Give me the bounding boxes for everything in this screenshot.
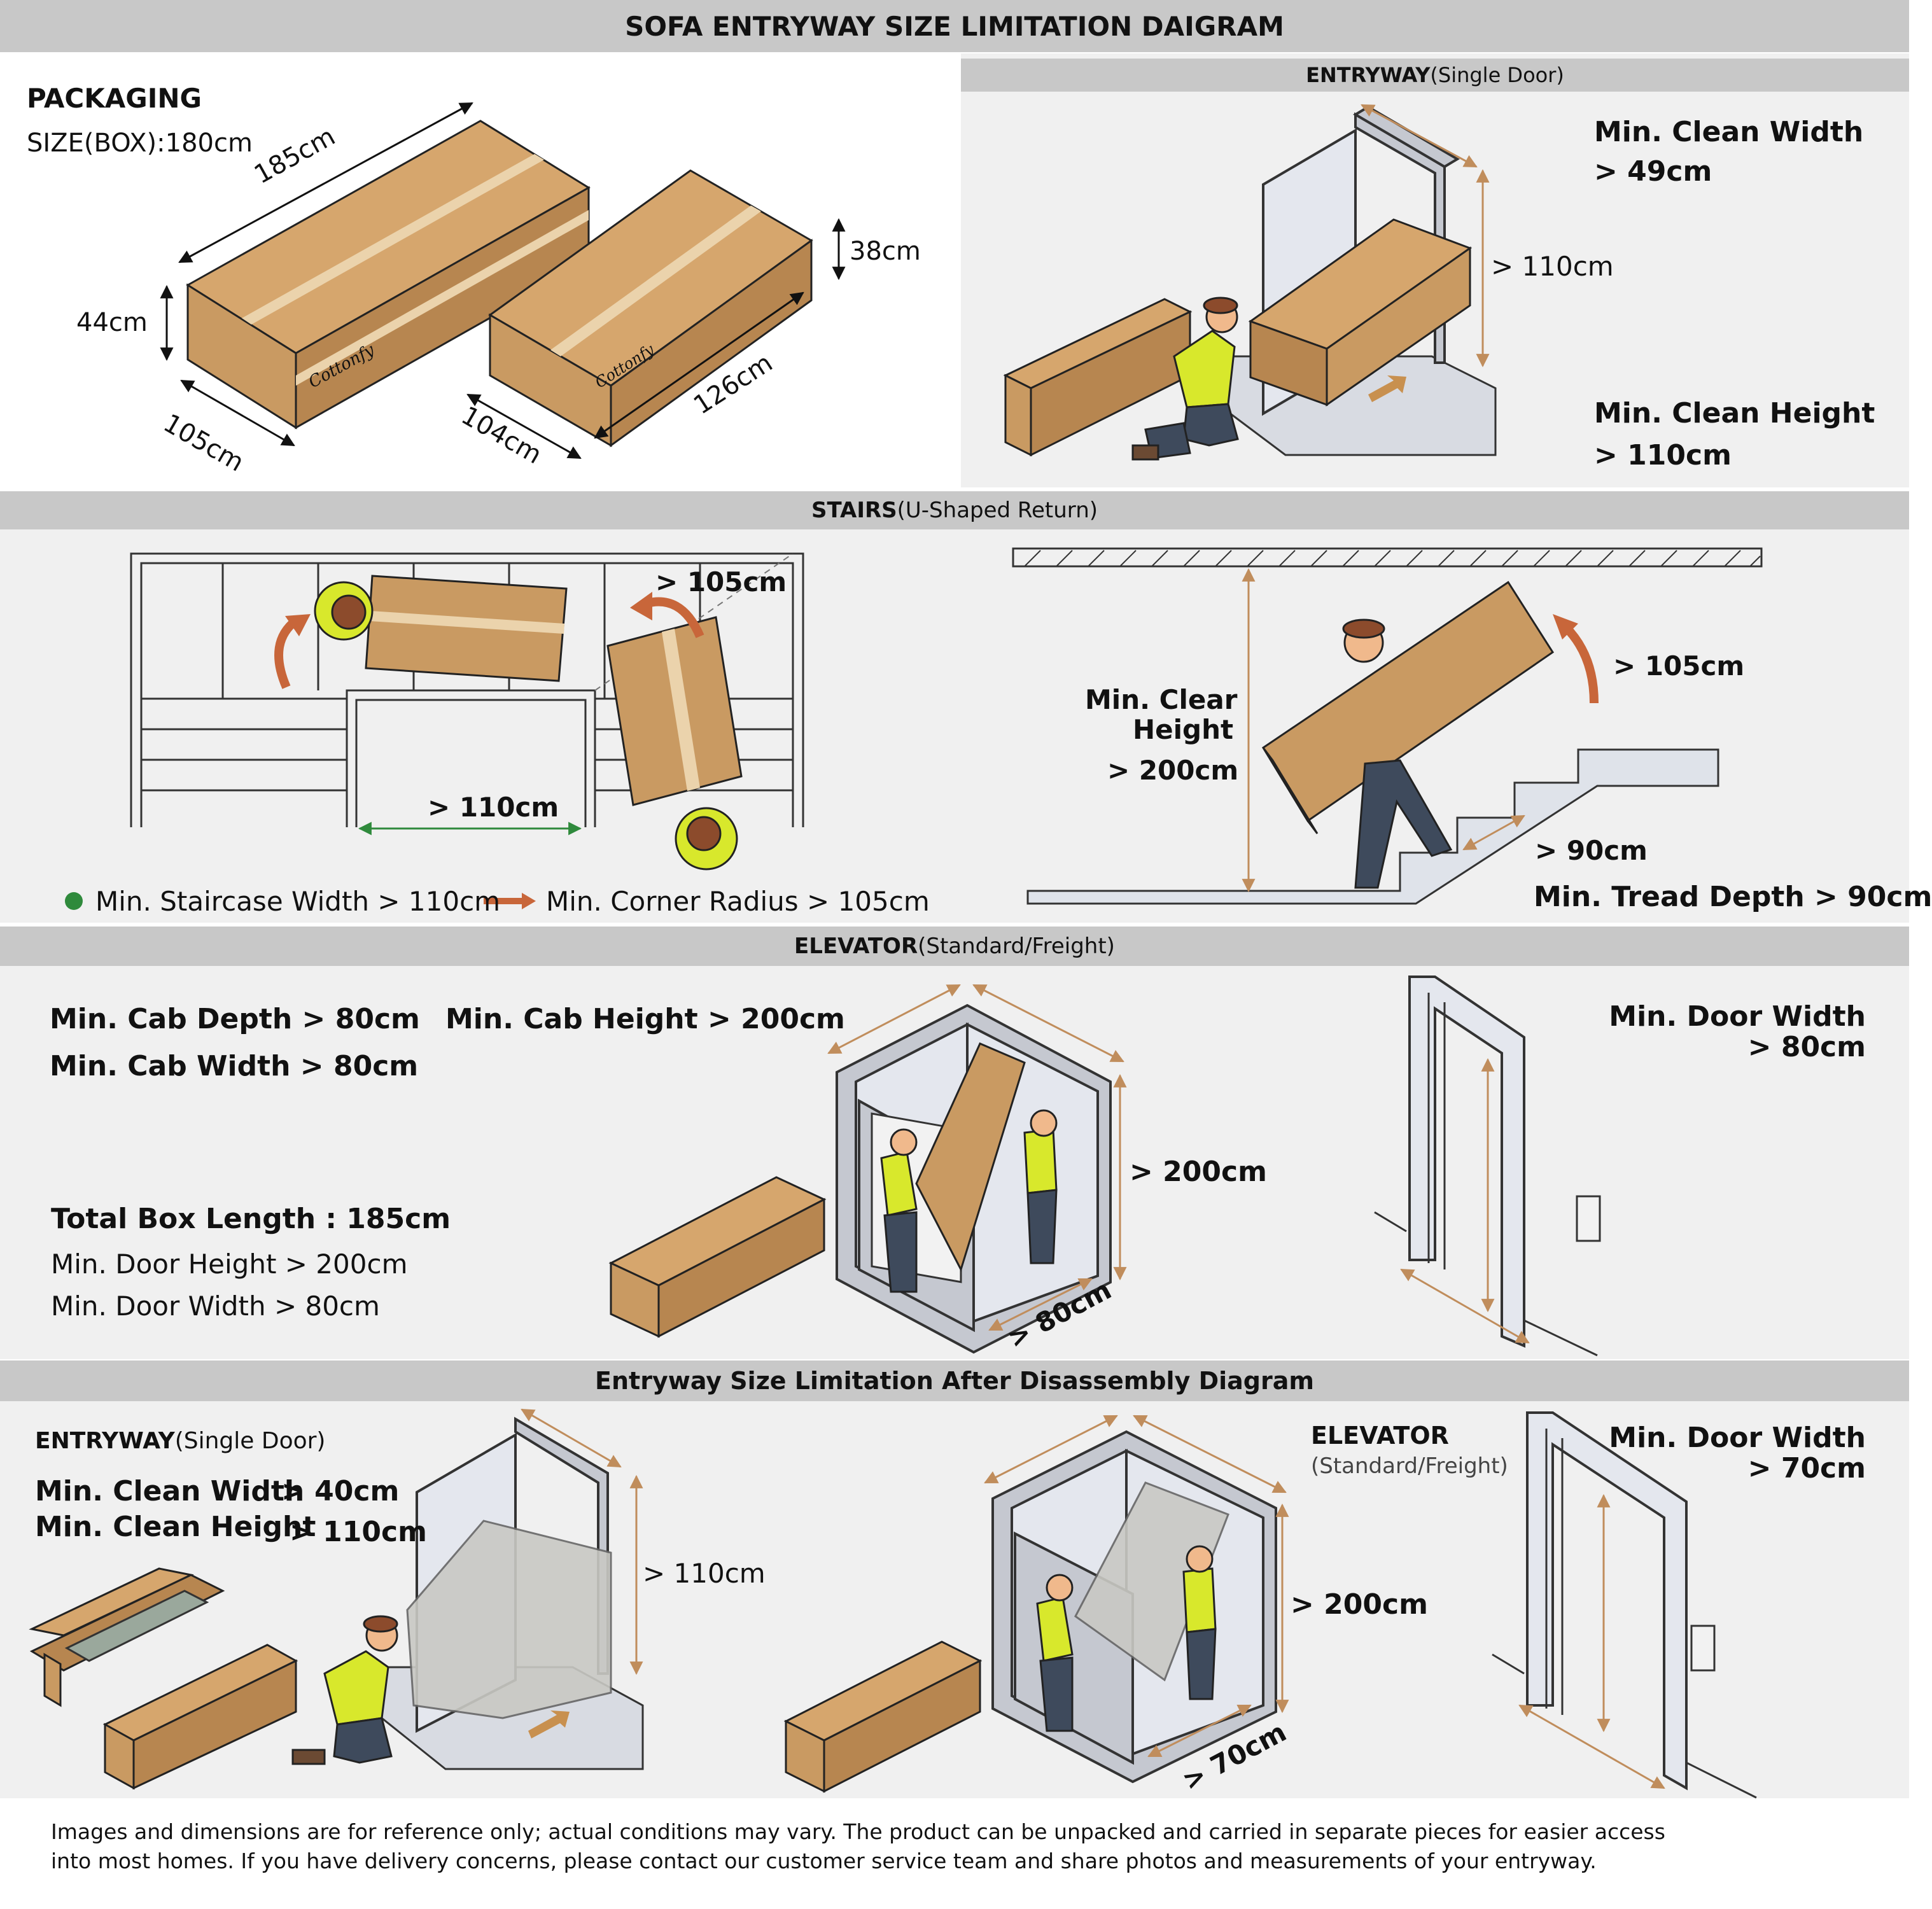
- title-band: SOFA ENTRYWAY SIZE LIMITATION DAIGRAM: [0, 0, 1909, 52]
- tread-depth-dimension: > 90cm: [1535, 835, 1648, 866]
- disassembly-header-text: Entryway Size Limitation After Disassemb…: [595, 1367, 1314, 1395]
- entryway-height-dimension: > 110cm: [1491, 251, 1614, 282]
- packaging-size: SIZE(BOX):180cm: [27, 129, 253, 158]
- legend-green-dot: [65, 892, 83, 910]
- disassembly-entry-title-bold: ENTRYWAY: [35, 1428, 175, 1454]
- legend-corner-text: Min. Corner Radius > 105cm: [546, 886, 930, 917]
- entryway-width-value: > 49cm: [1594, 155, 1712, 188]
- entryway-dimension-lines: [1361, 104, 1490, 368]
- disassembly-clean-height-value: > 110cm: [290, 1516, 427, 1548]
- elevator-total-length: Total Box Length : 185cm: [51, 1203, 451, 1235]
- elevator-cab-width: Min. Cab Width > 80cm: [50, 1050, 419, 1082]
- elevator-box-illustration: [608, 1176, 827, 1338]
- entryway-header-bold: ENTRYWAY: [1306, 63, 1431, 87]
- packaging-heading: PACKAGING: [27, 83, 202, 114]
- stairs-corner-dimension: > 105cm: [655, 566, 787, 598]
- box2-height-label: 38cm: [850, 237, 921, 266]
- entryway-door-illustration: [1003, 105, 1497, 457]
- clear-height-label-line1: Min. Clear: [1085, 684, 1238, 715]
- disassembly-header: Entryway Size Limitation After Disassemb…: [0, 1360, 1909, 1401]
- elevator-dimension-lines: [827, 984, 1127, 1331]
- stairs-rotate-dimension: > 105cm: [1613, 650, 1745, 682]
- disassembly-elevator-title: ELEVATOR: [1311, 1422, 1449, 1450]
- disassembly-entry-title-normal: (Single Door): [174, 1428, 326, 1454]
- tread-depth-label: Min. Tread Depth > 90cm: [1534, 881, 1932, 913]
- elevator-cab-depth: Min. Cab Depth > 80cm: [50, 1003, 420, 1035]
- disassembly-entry-height-dimension: > 110cm: [643, 1558, 766, 1589]
- disassembly-entry-door: [291, 1408, 644, 1770]
- disassembly-elevator-height-dimension: > 200cm: [1291, 1588, 1428, 1621]
- packaging-dimension-lines: [160, 102, 846, 459]
- disassembly-clean-height-label: Min. Clean Height: [35, 1511, 316, 1543]
- entryway-header-normal: (Single Door): [1430, 63, 1564, 87]
- elevator-door-frame: [1374, 975, 1601, 1357]
- elevator-door-width-label: Min. Door Width: [1609, 1000, 1866, 1033]
- legend-corner-arrow: [484, 893, 536, 909]
- elevator-header-normal: (Standard/Freight): [918, 934, 1115, 959]
- entryway-width-label: Min. Clean Width: [1594, 116, 1864, 148]
- disassembly-elevator-box: [783, 1640, 983, 1793]
- elevator-door-height: Min. Door Height > 200cm: [51, 1248, 408, 1280]
- stairs-side-dimension-lines: [1242, 568, 1599, 893]
- footer-line-2: into most homes. If you have delivery co…: [51, 1849, 1597, 1873]
- disassembly-clean-width-value: > 40cm: [281, 1475, 400, 1507]
- footer-disclaimer: Images and dimensions are for reference …: [51, 1817, 1871, 1876]
- stairs-header: STAIRS (U-Shaped Return): [0, 491, 1909, 529]
- elevator-cab-height: Min. Cab Height > 200cm: [445, 1003, 845, 1035]
- disassembly-door-frame: [1492, 1411, 1757, 1799]
- disassembly-elevator-cab: [984, 1415, 1289, 1784]
- open-box-with-cushion: [29, 1567, 225, 1707]
- entryway-header: ENTRYWAY(Single Door): [961, 59, 1909, 92]
- elevator-cab-illustration: [836, 1003, 1112, 1354]
- stairs-side-view: [1012, 547, 1763, 905]
- disassembly-closed-box: [102, 1644, 298, 1790]
- stairs-header-bold: STAIRS: [811, 498, 897, 523]
- entryway-height-value: > 110cm: [1594, 439, 1732, 472]
- footer-line-1: Images and dimensions are for reference …: [51, 1819, 1665, 1844]
- elevator-header: ELEVATOR (Standard/Freight): [0, 927, 1909, 966]
- stairs-width-label: > 110cm: [428, 792, 559, 823]
- disassembly-elevator-subtitle: (Standard/Freight): [1311, 1453, 1508, 1479]
- box1-height-label: 44cm: [76, 308, 148, 337]
- elevator-door-width-value: > 80cm: [1747, 1031, 1866, 1063]
- clear-height-label-line2: Height: [1133, 714, 1234, 745]
- clear-height-value: > 200cm: [1107, 755, 1239, 786]
- worker-kneeling-entryway: [1131, 297, 1239, 461]
- disassembly-clean-width-label: Min. Clean Width: [35, 1475, 305, 1507]
- disassembly-entry-title: ENTRYWAY(Single Door): [35, 1428, 325, 1454]
- stairs-top-view: [130, 552, 804, 871]
- entryway-height-label: Min. Clean Height: [1594, 397, 1875, 430]
- stairs-header-normal: (U-Shaped Return): [897, 498, 1098, 523]
- page-title: SOFA ENTRYWAY SIZE LIMITATION DAIGRAM: [625, 10, 1284, 42]
- disassembly-door-width-value: > 70cm: [1747, 1452, 1866, 1485]
- elevator-door-width: Min. Door Width > 80cm: [51, 1290, 380, 1322]
- elevator-header-bold: ELEVATOR: [794, 934, 918, 959]
- elevator-height-dimension: > 200cm: [1130, 1156, 1267, 1188]
- disassembly-door-width-label: Min. Door Width: [1609, 1422, 1866, 1454]
- legend-width-text: Min. Staircase Width > 110cm: [95, 886, 501, 917]
